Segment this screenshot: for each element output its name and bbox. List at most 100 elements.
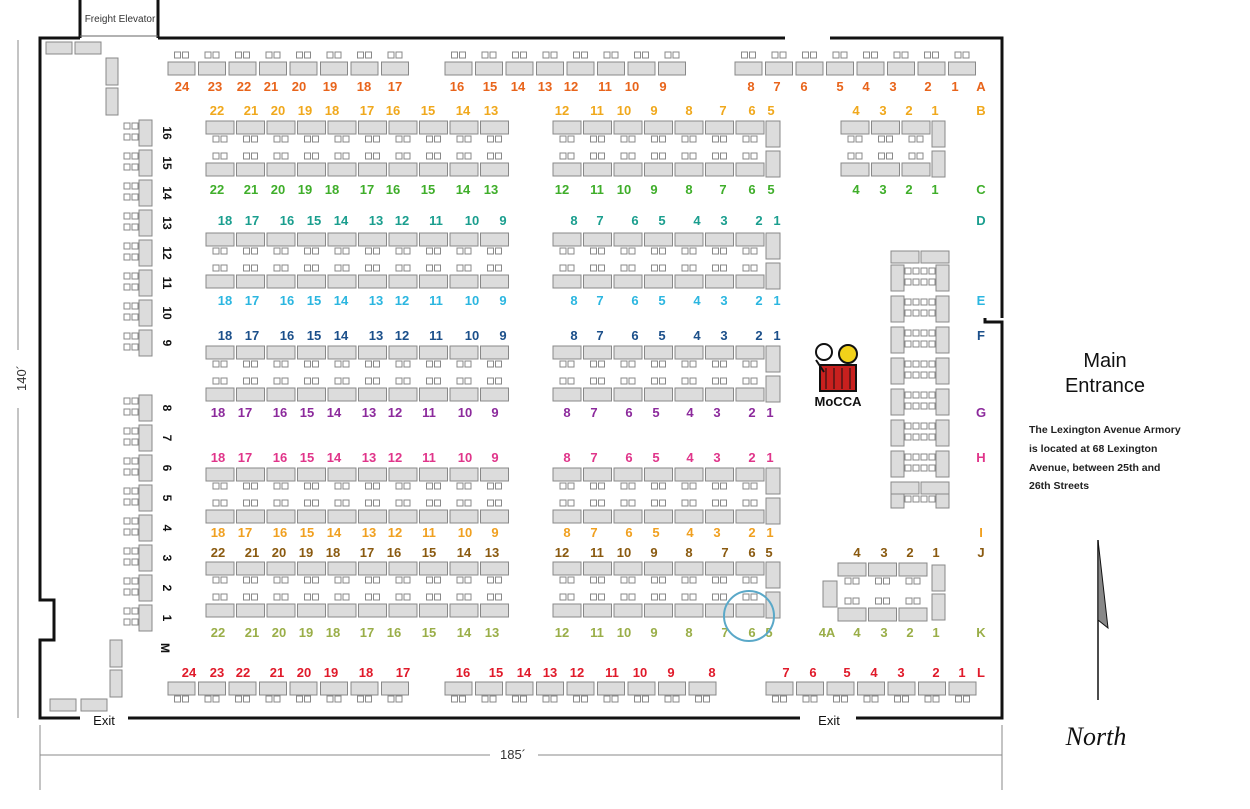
chair	[342, 360, 350, 368]
row-G-booth-6: 6	[625, 405, 632, 420]
table	[674, 232, 704, 247]
table	[266, 120, 296, 135]
chair	[312, 377, 319, 385]
table	[627, 61, 656, 76]
chair	[365, 377, 372, 385]
row-K-booth-8: 8	[685, 625, 692, 640]
table	[613, 561, 643, 576]
row-E-letter: E	[977, 293, 986, 308]
table	[297, 509, 326, 524]
chair	[403, 360, 411, 368]
table	[236, 274, 265, 289]
chair	[628, 360, 636, 368]
table	[449, 387, 479, 402]
table	[49, 698, 77, 712]
north-label: North	[1065, 722, 1127, 751]
table	[449, 345, 479, 360]
chair	[131, 607, 139, 615]
row-L-booth-22: 22	[236, 665, 250, 680]
address-line-1: The Lexington Avenue Armory	[1029, 424, 1181, 436]
table	[388, 345, 418, 360]
chair	[590, 482, 597, 490]
chair	[720, 482, 727, 490]
chair	[559, 377, 567, 385]
chair	[123, 588, 131, 596]
table	[935, 419, 950, 447]
chair	[920, 371, 928, 379]
chair	[664, 695, 672, 703]
chair	[720, 377, 727, 385]
row-E-booth-8: 8	[570, 293, 577, 308]
table	[327, 120, 357, 135]
table	[381, 681, 409, 696]
table	[735, 467, 765, 482]
row-D-booth-8: 8	[570, 213, 577, 228]
table	[449, 509, 479, 524]
chair	[123, 517, 131, 525]
table	[138, 484, 153, 512]
chair	[220, 377, 228, 385]
row-B-booth-19: 19	[298, 103, 312, 118]
chair	[456, 482, 464, 490]
chair	[220, 482, 228, 490]
row-G-booth-10: 10	[458, 405, 472, 420]
row-E-booth-17: 17	[245, 293, 259, 308]
table	[320, 61, 348, 76]
chair	[750, 576, 758, 584]
north-arrow-icon	[1097, 539, 1109, 700]
row-D-booth-6: 6	[631, 213, 638, 228]
table	[583, 387, 612, 402]
row-D-booth-18: 18	[218, 213, 232, 228]
row-F-booth-3: 3	[720, 328, 727, 343]
row-K-booth-21: 21	[245, 625, 259, 640]
chair	[550, 51, 558, 59]
chair	[243, 593, 250, 601]
table	[138, 424, 153, 452]
chair	[749, 51, 756, 59]
table	[935, 450, 950, 478]
row-B-booth-14: 14	[456, 103, 471, 118]
chair	[304, 152, 311, 160]
chair	[894, 695, 901, 703]
chair	[131, 152, 139, 160]
chair	[281, 264, 289, 272]
row-G-booth-14: 14	[327, 405, 342, 420]
row-G-booth-9: 9	[491, 405, 498, 420]
row-H-booth-6: 6	[625, 450, 632, 465]
table	[644, 509, 673, 524]
chair	[403, 152, 411, 160]
table	[138, 454, 153, 482]
row-F-booth-5: 5	[658, 328, 665, 343]
chair	[123, 193, 131, 201]
table	[419, 561, 448, 576]
chair	[875, 597, 882, 605]
row-C-booth-4: 4	[852, 182, 860, 197]
chair	[904, 464, 912, 472]
table	[449, 120, 479, 135]
row-F-booth-6: 6	[631, 328, 638, 343]
table	[735, 120, 765, 135]
chair	[928, 267, 936, 275]
chair	[855, 135, 863, 143]
row-A-booth-18: 18	[357, 79, 371, 94]
table	[236, 467, 265, 482]
row-H-booth-18: 18	[211, 450, 225, 465]
row-L-booth-9: 9	[667, 665, 674, 680]
table	[735, 561, 765, 576]
chair	[741, 51, 748, 59]
row-G-booth-15: 15	[300, 405, 314, 420]
row-G-booth-3: 3	[713, 405, 720, 420]
row-H-letter: H	[976, 450, 985, 465]
chair	[273, 360, 281, 368]
chair	[243, 135, 250, 143]
chair	[123, 223, 131, 231]
table	[198, 681, 226, 696]
chair	[720, 264, 727, 272]
table	[138, 544, 153, 572]
table	[935, 388, 950, 416]
chair	[464, 135, 472, 143]
row-B-booth-2: 2	[905, 103, 912, 118]
chair	[928, 371, 936, 379]
chair	[703, 695, 710, 703]
table	[205, 162, 235, 177]
